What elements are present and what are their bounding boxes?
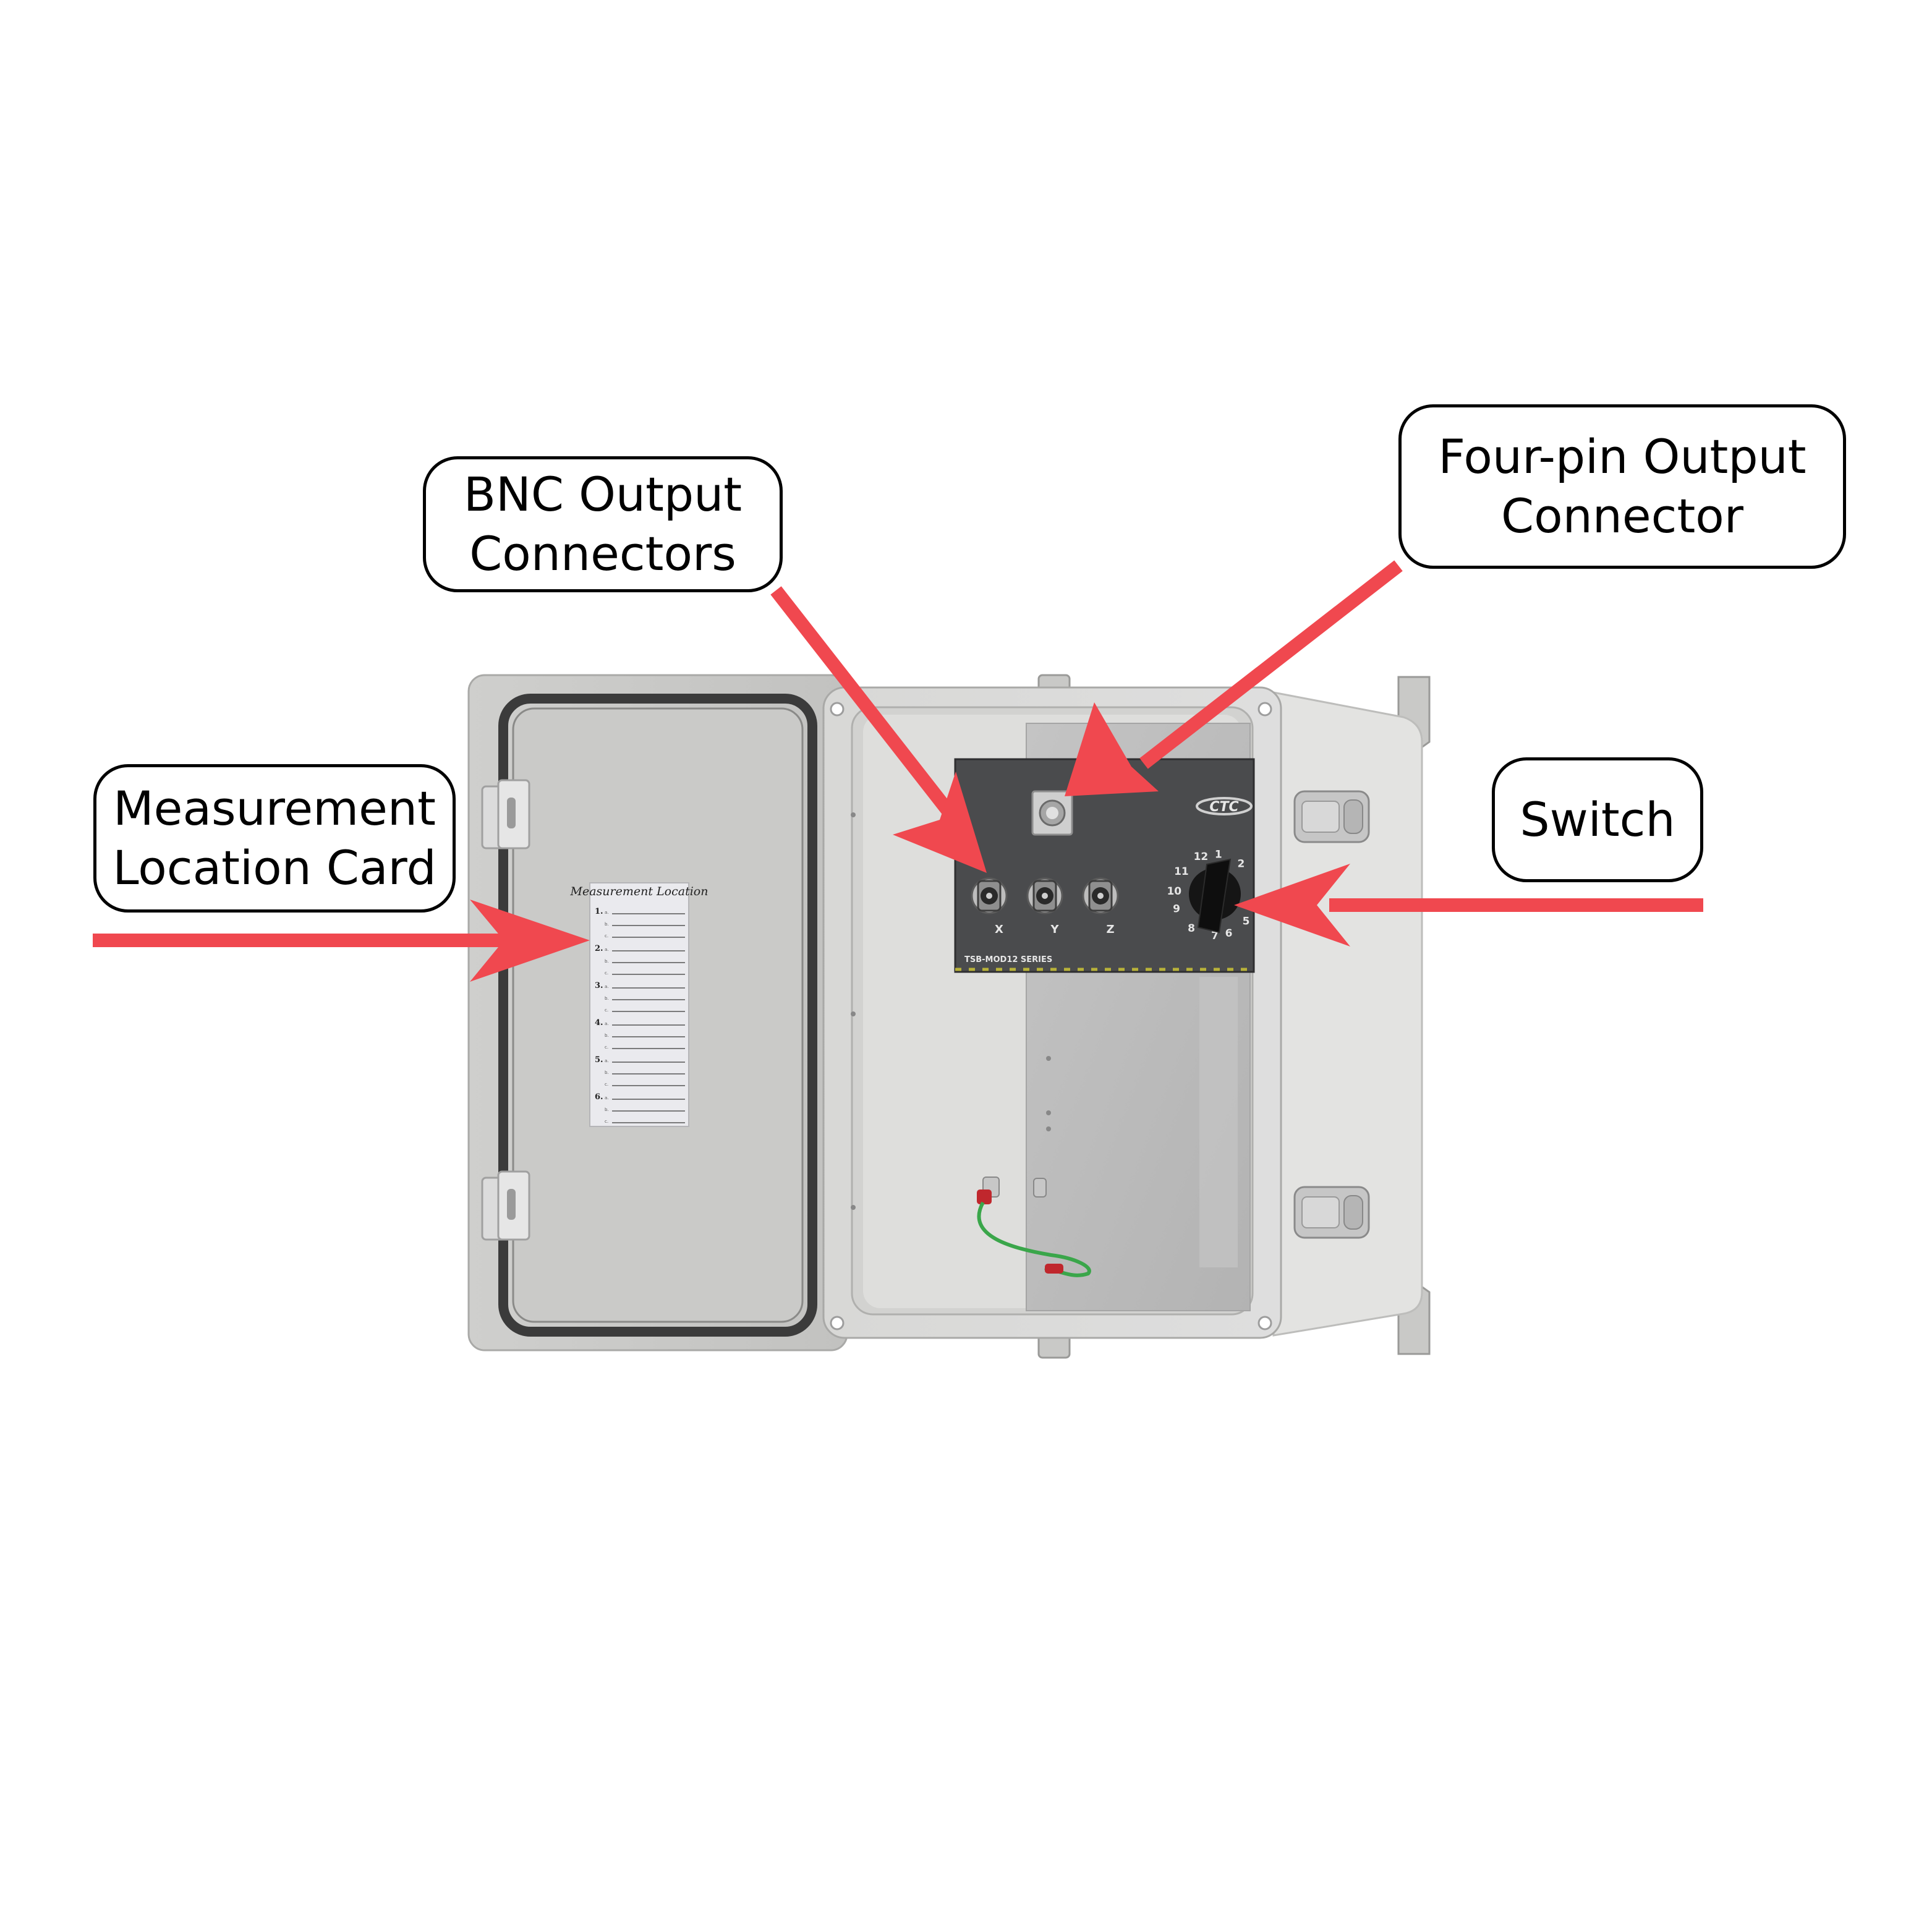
box-side bbox=[1272, 691, 1423, 1337]
card-sub-letter: c. bbox=[605, 934, 608, 938]
bnc-label: X bbox=[995, 923, 1003, 936]
measurement-location-card: Measurement Location 1.a.b.c.2.a.b.c.3.a… bbox=[570, 882, 709, 1127]
card-sub-letter: c. bbox=[605, 1119, 608, 1124]
callout-four-pin-output-connector: Four-pin Output Connector bbox=[1398, 404, 1846, 569]
card-item-number: 3. bbox=[595, 981, 603, 990]
bnc-label: Z bbox=[1106, 923, 1114, 936]
card-sub-letter: a. bbox=[605, 910, 609, 915]
four-pin-connector bbox=[1031, 790, 1073, 836]
card-item-number: 1. bbox=[595, 907, 603, 916]
card-sub-letter: a. bbox=[605, 984, 609, 989]
bnc-connectors: X Y Z bbox=[971, 877, 1119, 936]
card-sub-letter: c. bbox=[605, 971, 608, 976]
card-sub-letter: b. bbox=[605, 922, 609, 927]
hinges bbox=[481, 779, 530, 1241]
svg-text:CTC: CTC bbox=[1209, 799, 1238, 815]
bnc-label: Y bbox=[1050, 923, 1059, 936]
callout-measurement-location-card: Measurement Location Card bbox=[93, 764, 456, 913]
callout-bnc-output-connectors: BNC Output Connectors bbox=[423, 456, 783, 592]
switch-position-number: 8 bbox=[1188, 922, 1195, 935]
switch-position-number: 10 bbox=[1167, 885, 1181, 898]
card-sub-letter: b. bbox=[605, 1070, 609, 1075]
card-sub-letter: a. bbox=[605, 1058, 609, 1063]
switch-position-number: 5 bbox=[1243, 915, 1250, 927]
ctc-logo: CTC bbox=[1196, 797, 1253, 815]
ground-wire bbox=[977, 1177, 1091, 1277]
rotary-switch-knob bbox=[1189, 858, 1241, 934]
card-title: Measurement Location bbox=[570, 885, 709, 898]
bnc-connector bbox=[1026, 877, 1063, 914]
bnc-connector bbox=[971, 877, 1008, 914]
card-sub-letter: c. bbox=[605, 1045, 608, 1050]
card-item-number: 2. bbox=[595, 944, 603, 953]
latch-bottom bbox=[1293, 1186, 1370, 1239]
switch-position-number: 9 bbox=[1173, 903, 1180, 916]
callout-switch: Switch bbox=[1492, 757, 1703, 882]
switch-position-number: 11 bbox=[1174, 866, 1189, 878]
series-label: TSB-MOD12 SERIES bbox=[964, 955, 1052, 964]
switch-position-number: 2 bbox=[1237, 857, 1245, 870]
card-item-number: 4. bbox=[595, 1018, 603, 1028]
latch-top bbox=[1293, 790, 1370, 843]
card-sub-letter: a. bbox=[605, 1021, 609, 1026]
card-sub-letter: b. bbox=[605, 959, 609, 964]
card-item-number: 5. bbox=[595, 1055, 603, 1065]
card-sub-letter: a. bbox=[605, 947, 609, 952]
card-sub-letter: a. bbox=[605, 1096, 609, 1100]
card-sub-letter: b. bbox=[605, 1107, 609, 1112]
card-sub-letter: c. bbox=[605, 1082, 608, 1087]
card-sub-letter: b. bbox=[605, 996, 609, 1001]
switch-position-number: 6 bbox=[1225, 927, 1233, 940]
card-sub-letter: c. bbox=[605, 1008, 608, 1013]
card-sub-letter: b. bbox=[605, 1033, 609, 1038]
switch-position-number: 1 bbox=[1215, 848, 1222, 861]
switch-position-number: 7 bbox=[1211, 930, 1219, 942]
callout-arrows bbox=[93, 560, 1703, 982]
card-item-number: 6. bbox=[595, 1092, 603, 1102]
switch-position-number: 12 bbox=[1194, 851, 1209, 863]
bnc-connector bbox=[1082, 877, 1119, 914]
